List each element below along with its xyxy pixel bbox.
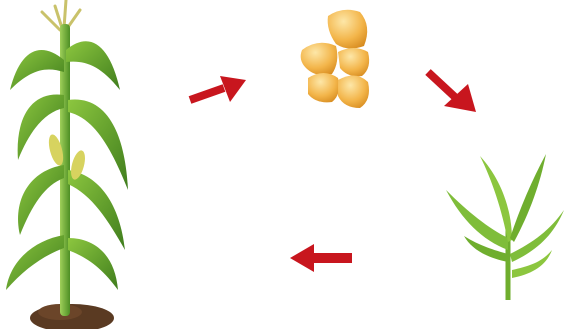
mature-corn-plant-icon <box>0 0 150 329</box>
corn-kernels-icon <box>298 6 388 112</box>
arrow-to-kernels-icon <box>186 74 250 110</box>
arrow-to-mature-plant-icon <box>288 244 354 272</box>
corn-seedling-icon <box>442 150 567 300</box>
arrow-to-seedling-icon <box>422 66 482 118</box>
